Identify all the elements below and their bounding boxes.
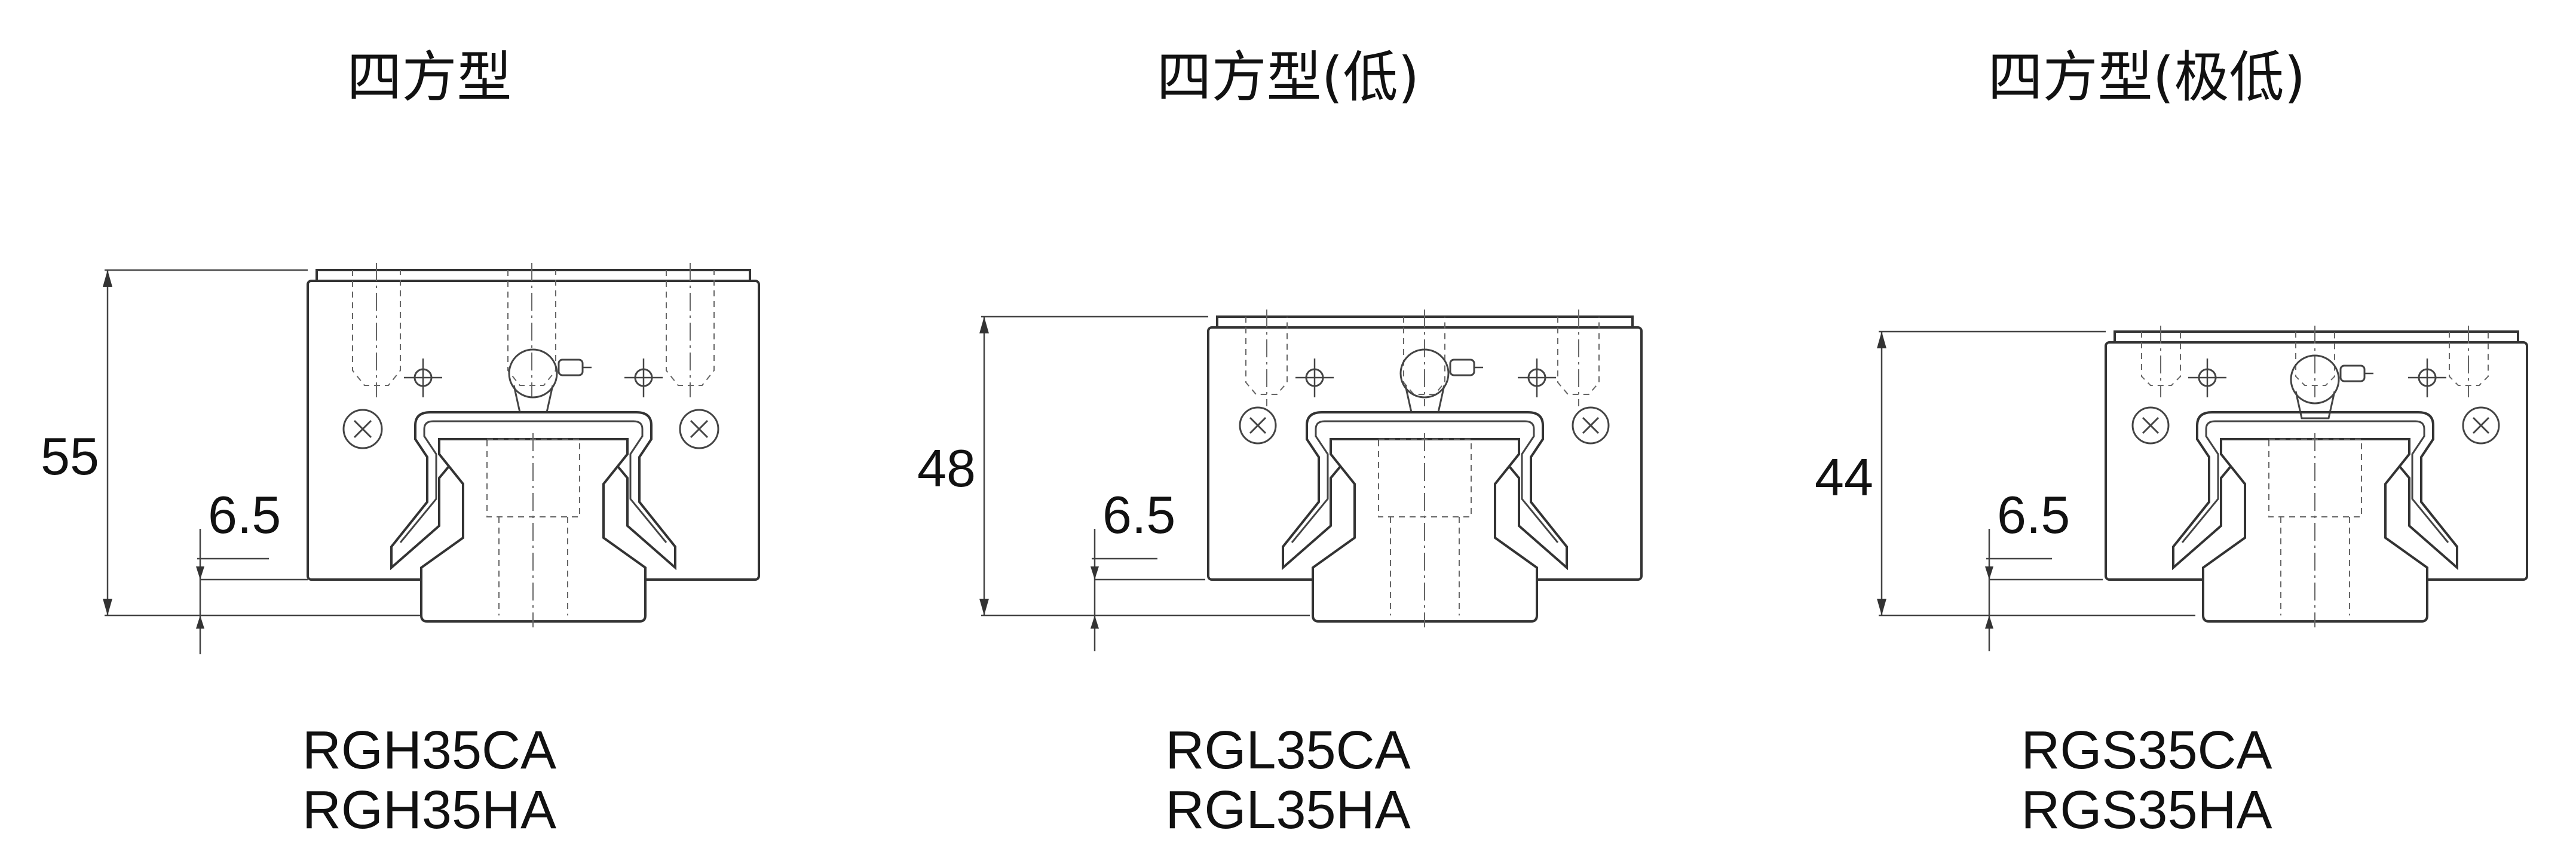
- offset-arrow-down: [196, 566, 204, 580]
- reference-hole-right-icon: [2408, 359, 2446, 397]
- offset-arrow-up: [1985, 615, 1993, 629]
- model-code-ca: RGS35CA: [2021, 721, 2272, 780]
- end-seal-screw-right-icon: [1572, 406, 1610, 445]
- reference-hole-left-icon: [1295, 359, 1334, 397]
- panel-title: 四方型(极低): [1987, 45, 2306, 109]
- offset-dimension-label: 6.5: [208, 485, 281, 544]
- dim-arrow-down: [1877, 599, 1886, 615]
- panel-title: 四方型: [347, 45, 512, 109]
- model-code-ha: RGL35HA: [1165, 780, 1411, 840]
- offset-arrow-down: [1091, 566, 1099, 580]
- offset-dimension-label: 6.5: [1997, 485, 2070, 544]
- tapped-holes: [2141, 326, 2489, 397]
- end-seal-screw-left-icon: [342, 409, 383, 449]
- height-dimension-label: 55: [41, 427, 99, 486]
- grease-nipple-icon: [1399, 348, 1483, 413]
- panel-title: 四方型(低): [1156, 45, 1420, 109]
- rail-profile: [2202, 433, 2428, 627]
- end-seal-screw-right-icon: [679, 409, 719, 449]
- reference-hole-left-icon: [2188, 359, 2226, 397]
- offset-arrow-down: [1985, 566, 1993, 580]
- model-code-ha: RGH35HA: [302, 780, 557, 840]
- block-drawing: [103, 263, 760, 654]
- reference-hole-right-icon: [624, 359, 663, 397]
- dim-arrow-up: [103, 270, 112, 287]
- dim-arrow-up: [1877, 332, 1886, 348]
- tapped-holes: [1245, 310, 1600, 406]
- end-seal-screw-left-icon: [2131, 406, 2170, 445]
- model-code-ca: RGH35CA: [302, 721, 557, 780]
- height-dimension-label: 48: [917, 439, 976, 498]
- panel-rgs: 四方型(极低): [1717, 0, 2576, 864]
- panel-rgl: 四方型(低): [859, 0, 1717, 864]
- end-seal-screw-right-icon: [2462, 406, 2500, 445]
- model-code-ca: RGL35CA: [1165, 721, 1411, 780]
- dim-arrow-down: [103, 599, 112, 615]
- dim-arrow-down: [979, 599, 989, 615]
- grease-nipple-icon: [508, 348, 592, 413]
- height-dimension-label: 44: [1815, 448, 1873, 507]
- offset-arrow-up: [1091, 615, 1099, 629]
- reference-hole-right-icon: [1518, 359, 1556, 397]
- panel-rgh: 四方型: [0, 0, 859, 864]
- dim-arrow-up: [979, 317, 989, 333]
- offset-dimension-label: 6.5: [1102, 485, 1176, 544]
- grease-nipple-icon: [2290, 354, 2373, 419]
- rail-profile: [1312, 433, 1538, 627]
- tapped-holes: [352, 263, 715, 397]
- reference-hole-left-icon: [404, 359, 442, 397]
- rail-profile: [420, 433, 647, 627]
- model-code-ha: RGS35HA: [2021, 780, 2272, 840]
- block-drawing: [979, 310, 1643, 651]
- block-drawing: [1877, 326, 2528, 651]
- end-seal-screw-left-icon: [1239, 406, 1277, 445]
- offset-arrow-up: [196, 615, 204, 629]
- block-body: [307, 263, 760, 581]
